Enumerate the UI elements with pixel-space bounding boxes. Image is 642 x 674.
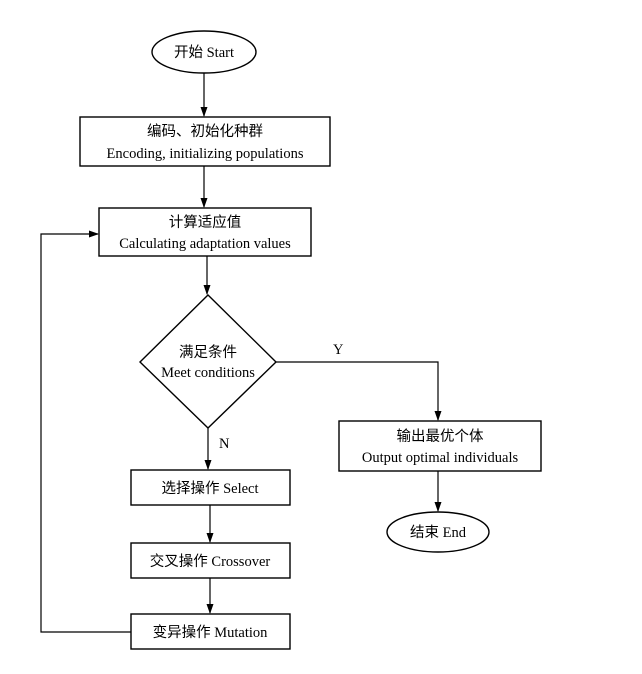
output-label-en: Output optimal individuals: [362, 450, 519, 466]
end-label: 结束 End: [410, 524, 467, 541]
select-label: 选择操作 Select: [161, 480, 258, 497]
fitness-node: 计算适应值 Calculating adaptation values: [98, 207, 312, 257]
crossover-node: 交叉操作 Crossover: [130, 542, 291, 579]
init-label-cn: 编码、初始化种群: [147, 123, 263, 140]
mutation-label: 变异操作 Mutation: [153, 624, 269, 641]
edge-label-yes: Y: [333, 342, 344, 358]
edge-label-no: N: [219, 436, 230, 452]
fitness-label-en: Calculating adaptation values: [119, 236, 291, 252]
edge-mutation-loop-to-fitness: [40, 230, 131, 633]
output-label-cn: 输出最优个体: [397, 428, 484, 445]
init-node: 编码、初始化种群 Encoding, initializing populati…: [79, 116, 331, 167]
decision-label-en: Meet conditions: [161, 365, 255, 381]
crossover-label: 交叉操作 Crossover: [150, 552, 271, 570]
output-node: 输出最优个体 Output optimal individuals: [338, 420, 542, 472]
decision-node: 满足条件 Meet conditions: [138, 294, 278, 429]
start-node: 开始 Start: [151, 30, 257, 74]
fitness-label-cn: 计算适应值: [169, 213, 242, 231]
init-label-en: Encoding, initializing populations: [107, 146, 304, 162]
start-label: 开始 Start: [174, 44, 234, 61]
edge-decision-yes-to-output: [276, 361, 442, 421]
decision-label-cn: 满足条件: [179, 344, 237, 361]
select-node: 选择操作 Select: [130, 469, 291, 506]
mutation-node: 变异操作 Mutation: [130, 613, 291, 650]
end-node: 结束 End: [386, 511, 490, 553]
